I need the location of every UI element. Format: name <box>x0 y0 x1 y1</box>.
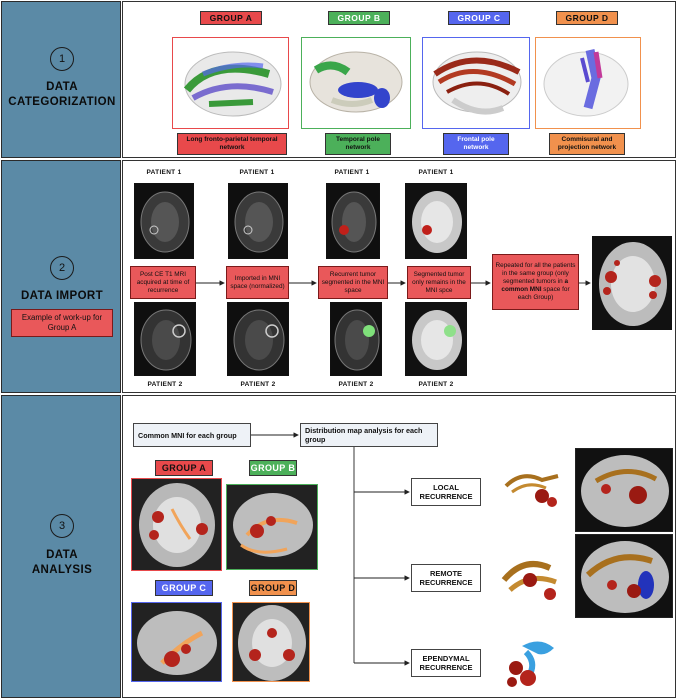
step-2-box: Imported in MNI space (normalized) <box>226 266 289 299</box>
common-mni-box: Common MNI for each group <box>133 423 251 447</box>
patient-1-raw-mri <box>134 183 194 259</box>
patient-1-mni-mri <box>228 183 288 259</box>
section-3-title: DATA ANALYSIS <box>2 548 122 578</box>
step-3-box: Recurrent tumor segmented in the MNI spa… <box>318 266 388 299</box>
analysis-group-d-brain <box>232 602 310 682</box>
group-a-label: GROUP A <box>200 11 262 25</box>
section-3-panel: 3 DATA ANALYSIS <box>1 395 121 698</box>
ependymal-recurrence-box: EPENDYMAL RECURRENCE <box>411 649 481 677</box>
group-b-label: GROUP B <box>328 11 390 25</box>
distribution-map-box: Distribution map analysis for each group <box>300 423 438 447</box>
step-4-box: Segmented tumor only remains in the MNI … <box>407 266 471 299</box>
group-d-label: GROUP D <box>556 11 618 25</box>
group-c-caption: Frontal pole network <box>443 133 509 155</box>
step-final-box: Repeated for all the patients in the sam… <box>492 254 579 310</box>
analysis-group-c-brain <box>131 602 222 682</box>
import-row <box>122 160 676 393</box>
remote-recurrence-render <box>500 550 566 610</box>
section-1-number: 1 <box>50 47 74 71</box>
patient-1-tumor-only-mri <box>405 183 467 259</box>
group-b-brain-image <box>301 37 411 129</box>
patient-1-label-1: PATIENT 1 <box>146 169 182 176</box>
section-3-title-line1: DATA <box>46 549 78 561</box>
ependymal-recurrence-line2: RECURRENCE <box>419 663 473 672</box>
section-2-title: DATA IMPORT <box>20 290 104 302</box>
section-1-title-line1: DATA <box>46 81 78 93</box>
section-3-number: 3 <box>50 514 74 538</box>
patient-1-label-2: PATIENT 1 <box>239 169 275 176</box>
step-1-box: Post CE T1 MRI acquired at time of recur… <box>130 266 196 299</box>
ependymal-recurrence-render <box>500 632 560 692</box>
section-1-title: DATA CATEGORIZATION <box>2 80 122 110</box>
section-2-panel: 2 DATA IMPORT Example of work-up for Gro… <box>1 160 121 393</box>
patient-1-segmented-mri <box>326 183 380 259</box>
analysis-group-d-label: GROUP D <box>249 580 297 596</box>
section-2-subtitle: Example of work-up for Group A <box>11 309 113 337</box>
patient-2-label-4: PATIENT 2 <box>418 381 454 388</box>
patient-2-label-1: PATIENT 2 <box>147 381 183 388</box>
section-1-panel: 1 DATA CATEGORIZATION <box>1 1 121 158</box>
local-recurrence-line1: LOCAL <box>433 483 459 492</box>
patient-2-label-3: PATIENT 2 <box>338 381 374 388</box>
step-final-text-end: space for each Group) <box>517 286 570 301</box>
group-d-brain-image <box>535 37 641 129</box>
analysis-group-b-label: GROUP B <box>249 460 297 476</box>
patient-2-tumor-only-mri <box>405 302 467 376</box>
group-c-brain-image <box>422 37 530 129</box>
patient-2-segmented-mri <box>330 302 382 376</box>
patient-1-label-4: PATIENT 1 <box>418 169 454 176</box>
remote-recurrence-line1: REMOTE <box>429 569 463 578</box>
patient-1-label-3: PATIENT 1 <box>334 169 370 176</box>
local-recurrence-box: LOCAL RECURRENCE <box>411 478 481 506</box>
step-final-text: Repeated for all the patients in the sam… <box>495 262 576 285</box>
group-c-label: GROUP C <box>448 11 510 25</box>
patient-2-label-2: PATIENT 2 <box>240 381 276 388</box>
section-1-title-line2: CATEGORIZATION <box>8 96 116 108</box>
analysis-group-c-label: GROUP C <box>155 580 213 596</box>
section-2-number: 2 <box>50 256 74 280</box>
remote-recurrence-mri <box>575 534 673 618</box>
group-b-caption: Temporal pole network <box>325 133 391 155</box>
group-d-caption: Commisural and projection network <box>549 133 625 155</box>
patient-2-mni-mri <box>227 302 289 376</box>
local-recurrence-line2: RECURRENCE <box>419 492 473 501</box>
group-a-combined-mni-brain <box>592 236 672 330</box>
ependymal-recurrence-line1: EPENDYMAL <box>422 654 470 663</box>
analysis-group-a-brain <box>131 478 222 571</box>
analysis-group-a-label: GROUP A <box>155 460 213 476</box>
group-a-caption: Long fronto-parietal temporal network <box>177 133 287 155</box>
remote-recurrence-line2: RECURRENCE <box>419 578 473 587</box>
local-recurrence-mri <box>575 448 673 532</box>
group-a-brain-image <box>172 37 289 129</box>
local-recurrence-render <box>502 466 564 516</box>
remote-recurrence-box: REMOTE RECURRENCE <box>411 564 481 592</box>
step-final-bold: a common MNI <box>501 278 568 293</box>
section-3-title-line2: ANALYSIS <box>31 564 93 576</box>
patient-2-raw-mri <box>134 302 196 376</box>
analysis-group-b-brain <box>226 484 318 570</box>
